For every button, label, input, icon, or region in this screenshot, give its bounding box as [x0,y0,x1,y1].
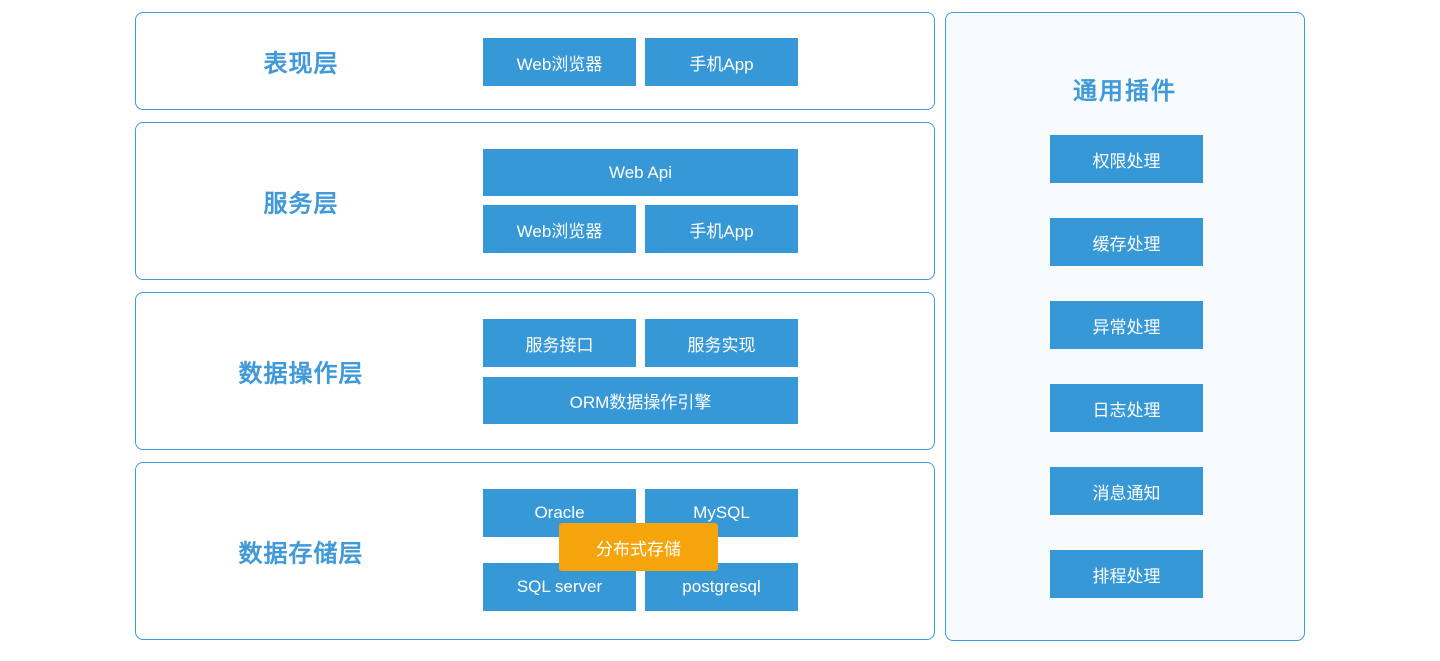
layer-box-service: 服务层 Web Api Web浏览器 手机App [135,122,935,280]
plugin-message: 消息通知 [1050,467,1203,515]
layer-title-data-storage: 数据存储层 [238,540,364,568]
plugin-exception: 异常处理 [1050,301,1203,349]
node-sql-server: SQL server [483,563,636,611]
layer-box-data-storage: 数据存储层 Oracle MySQL SQL server postgresql… [135,462,935,640]
node-orm-engine: ORM数据操作引擎 [483,377,798,424]
plugins-panel-title: 通用插件 [1073,78,1177,105]
node-mobile-app: 手机App [645,205,798,253]
node-distributed-storage: 分布式存储 [559,523,718,571]
node-web-browser: Web浏览器 [483,38,636,86]
plugin-permission: 权限处理 [1050,135,1203,183]
node-postgresql: postgresql [645,563,798,611]
layer-title-presentation: 表现层 [263,50,339,78]
layer-title-service: 服务层 [263,190,339,218]
plugins-panel: 通用插件 权限处理 缓存处理 异常处理 日志处理 消息通知 排程处理 [945,12,1305,641]
plugin-schedule: 排程处理 [1050,550,1203,598]
layer-title-data-operation: 数据操作层 [238,360,364,388]
node-web-api: Web Api [483,149,798,196]
plugin-log: 日志处理 [1050,384,1203,432]
node-service-interface: 服务接口 [483,319,636,367]
layer-box-data-operation: 数据操作层 服务接口 服务实现 ORM数据操作引擎 [135,292,935,450]
node-service-implementation: 服务实现 [645,319,798,367]
node-web-browser: Web浏览器 [483,205,636,253]
plugin-cache: 缓存处理 [1050,218,1203,266]
node-mobile-app: 手机App [645,38,798,86]
layer-box-presentation: 表现层 Web浏览器 手机App [135,12,935,110]
